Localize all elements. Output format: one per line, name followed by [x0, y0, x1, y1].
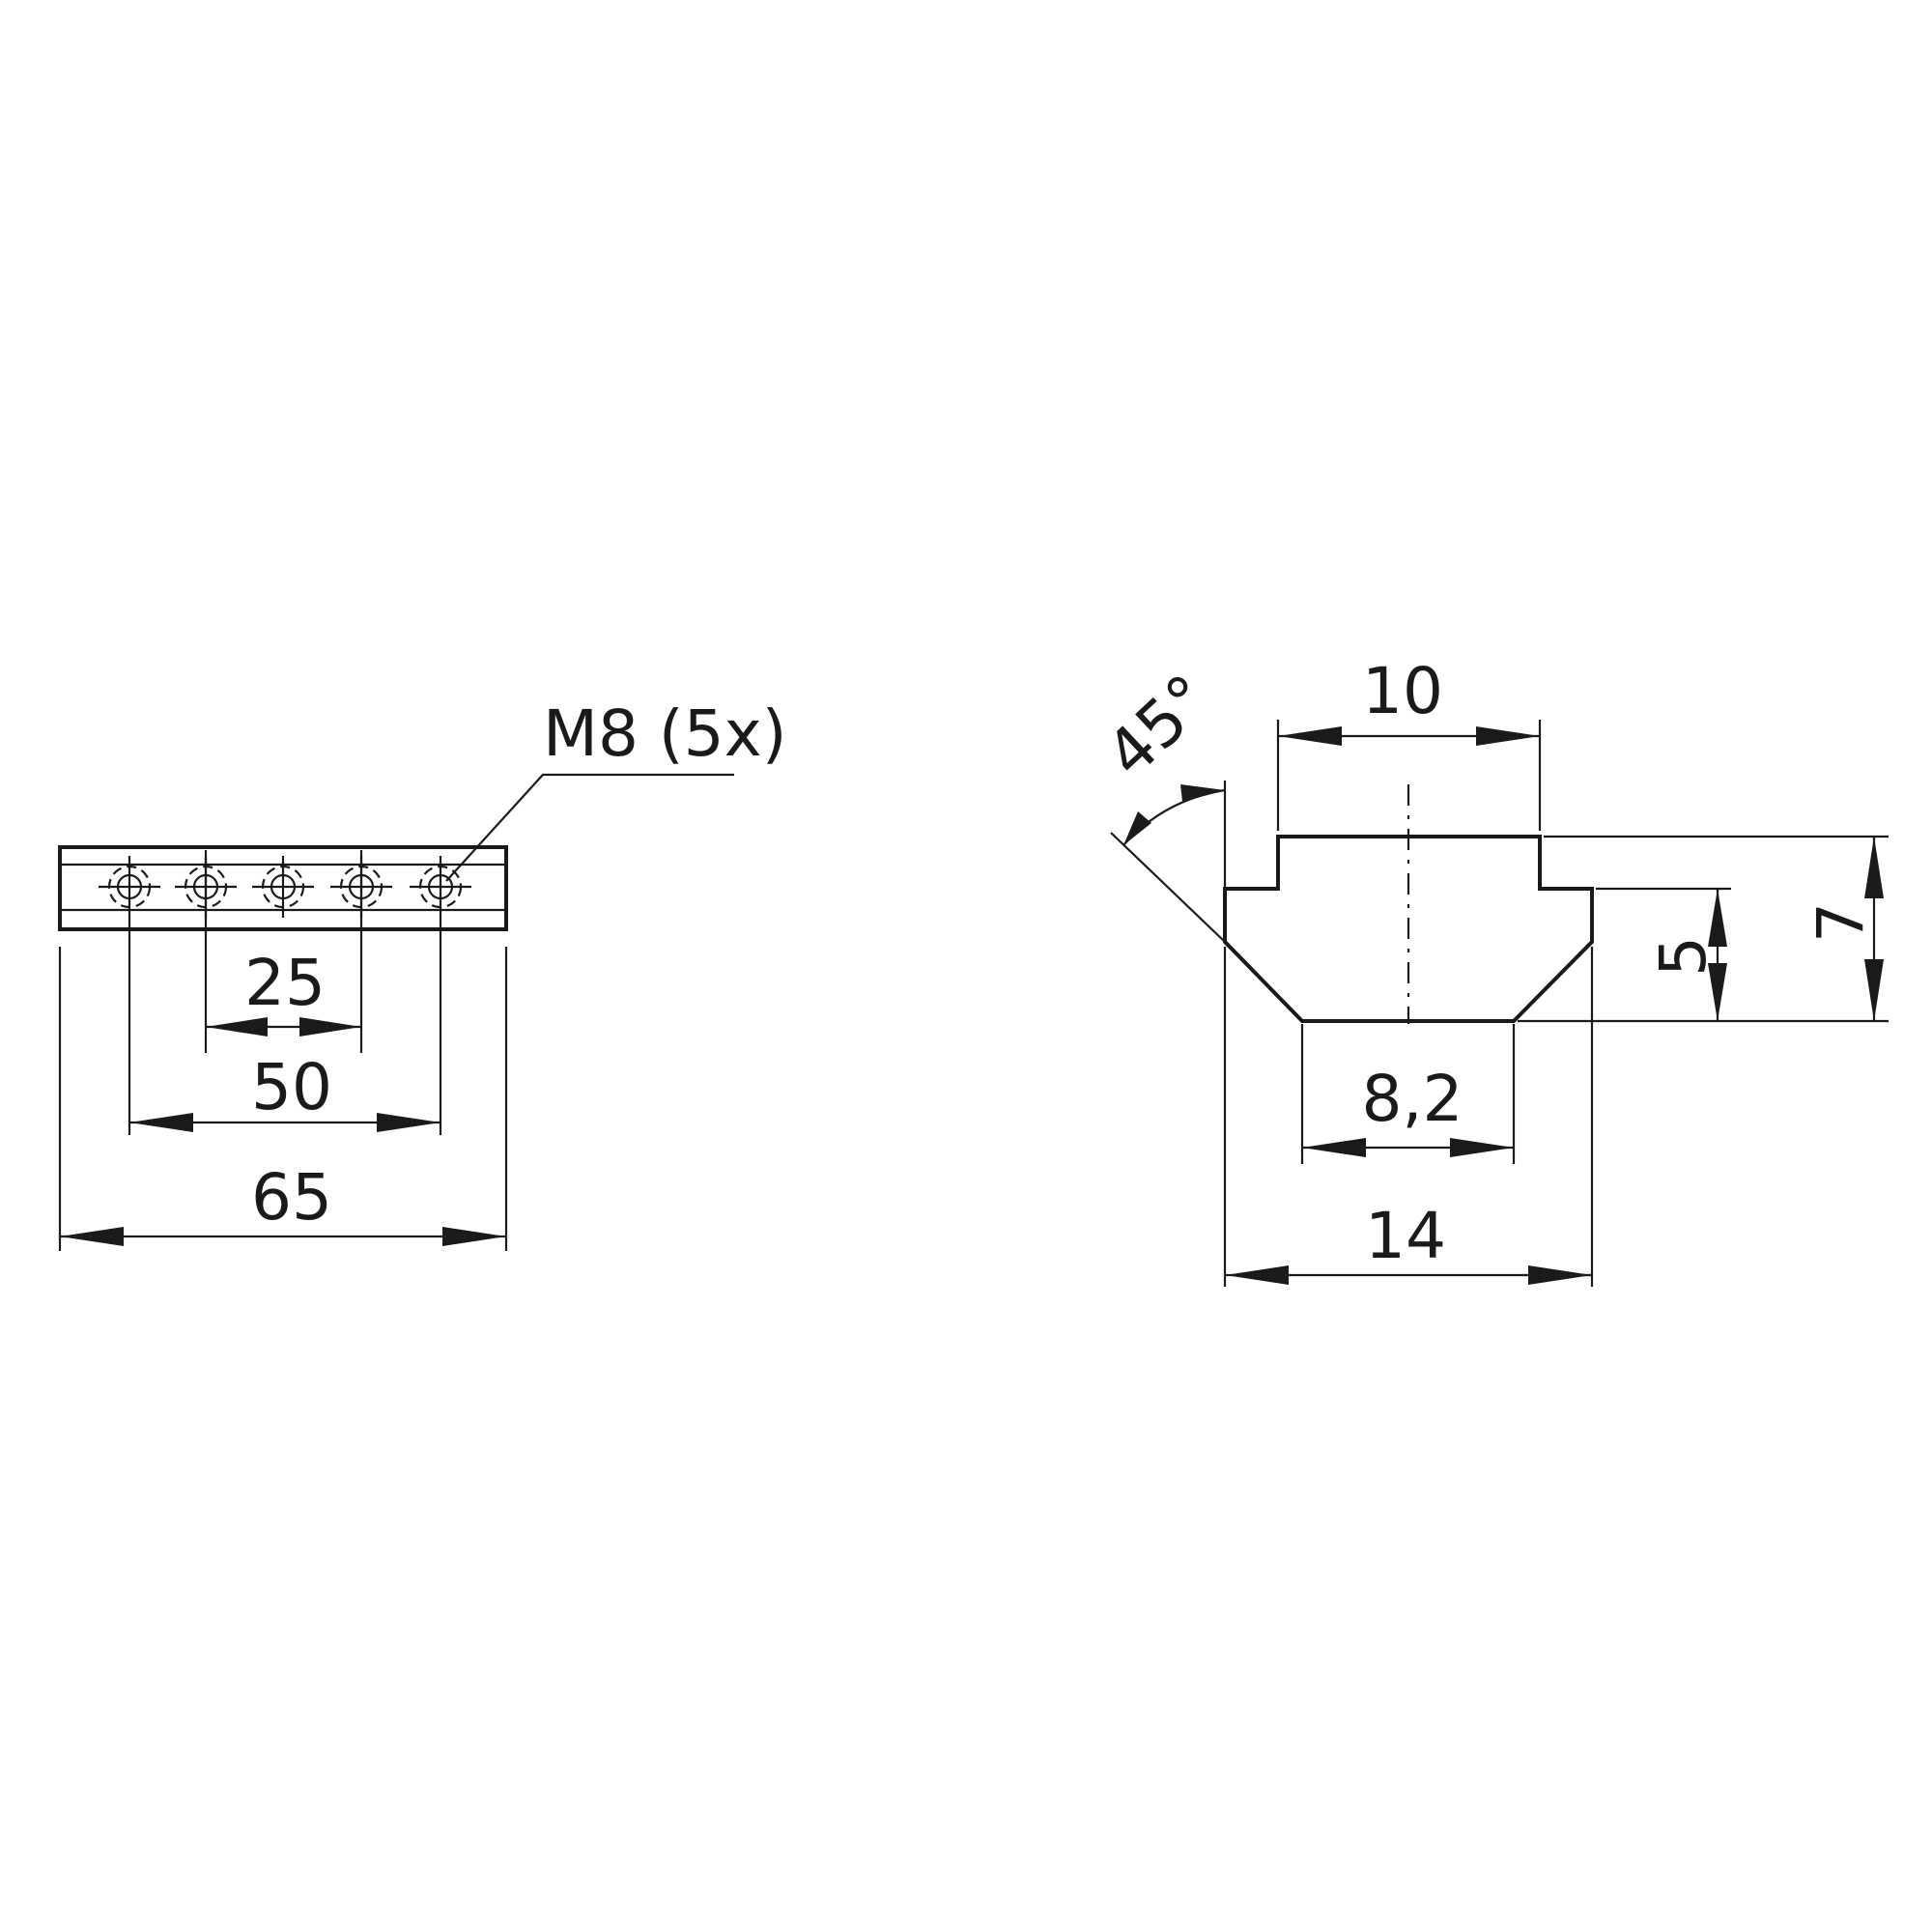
total-height-dim-label: 7 [1804, 902, 1878, 943]
t-nut-profile [1223, 835, 1594, 1023]
nut-strip-body [58, 845, 508, 931]
neck-height-dimension: 5 [1518, 887, 1889, 1023]
bottom-width-dimension: 8,2 [1300, 1024, 1516, 1164]
angle-dimension: 45° [1092, 661, 1227, 943]
bottom-width-dim-label: 8,2 [1362, 1062, 1463, 1136]
side-view: M8 (5x) 25 50 65 [58, 696, 786, 1251]
pitch-dim-label: 25 [244, 946, 326, 1020]
length-dimension: 65 [60, 1160, 506, 1246]
thread-label: M8 (5x) [543, 696, 786, 771]
angle-dim-label: 45° [1092, 661, 1225, 792]
span-dimension: 50 [129, 1050, 440, 1132]
total-width-dim-label: 14 [1365, 1199, 1446, 1273]
total-height-dimension: 7 [1544, 835, 1889, 1021]
thread-hole [410, 856, 471, 918]
section-view: 45° 10 8,2 14 [1092, 654, 1889, 1287]
top-width-dim-label: 10 [1362, 654, 1443, 728]
total-width-dimension: 14 [1223, 947, 1594, 1287]
thread-leader-line [445, 773, 734, 882]
length-dim-label: 65 [251, 1160, 332, 1235]
top-width-dimension: 10 [1276, 654, 1542, 831]
span-dim-label: 50 [251, 1050, 332, 1124]
thread-hole [252, 856, 314, 918]
thread-hole [99, 856, 160, 918]
pitch-dimension: 25 [206, 946, 361, 1037]
neck-height-dim-label: 5 [1646, 936, 1720, 977]
